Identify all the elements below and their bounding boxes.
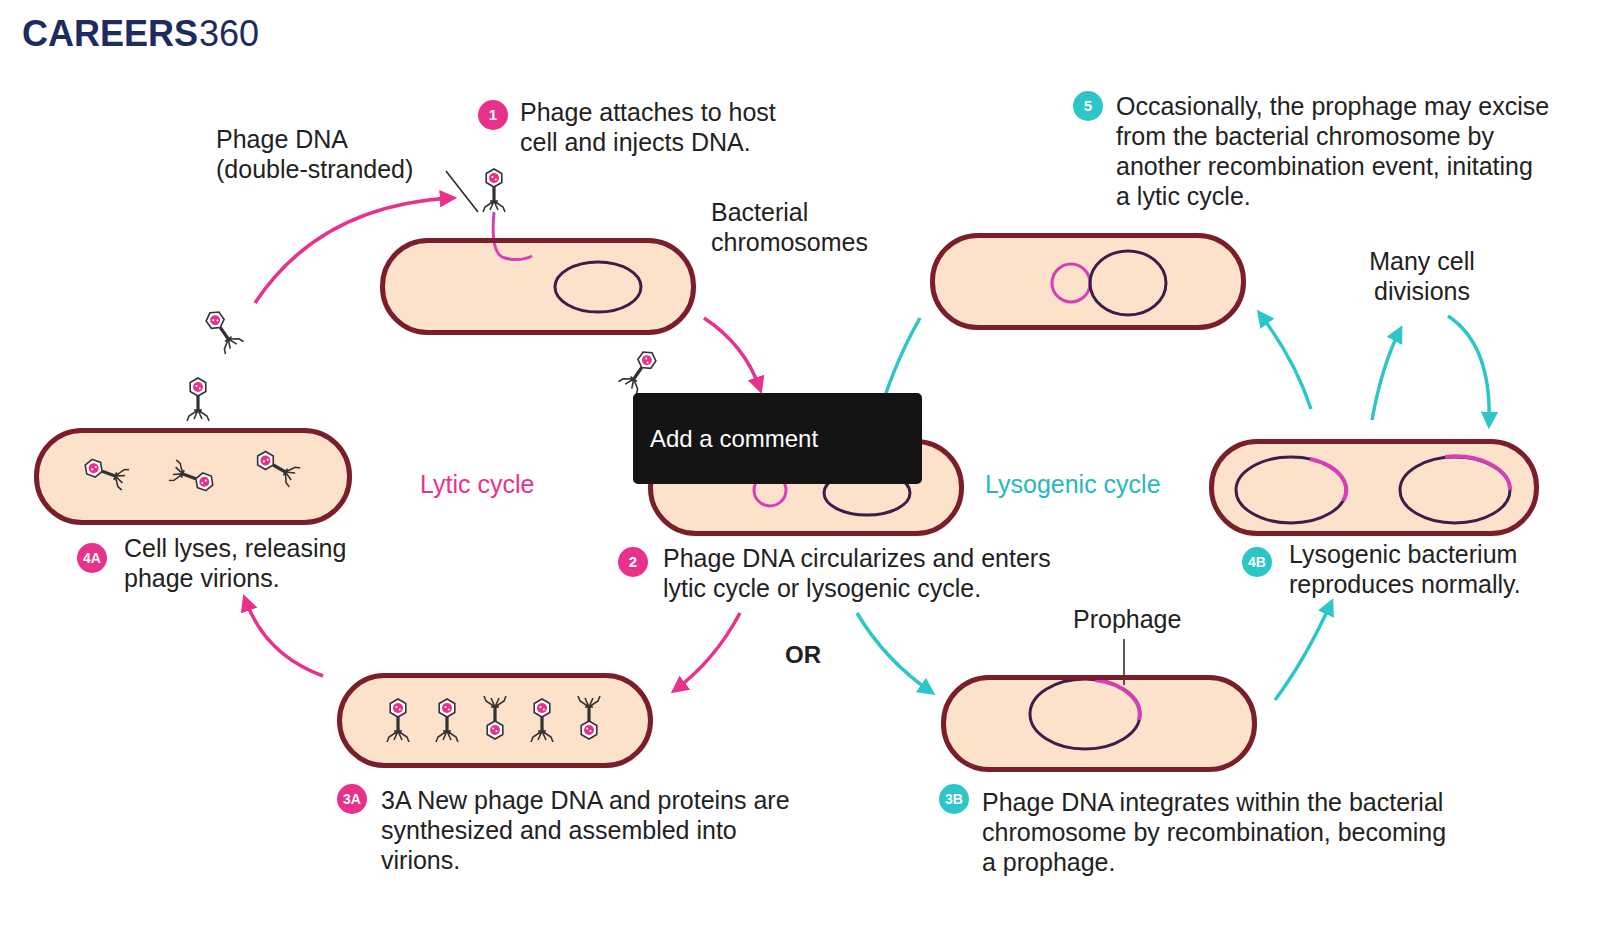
phage [618,346,661,394]
cycle-arrow [1260,314,1311,409]
cycle-arrow [1275,603,1331,700]
annotation: Many cell divisions [1347,246,1497,306]
excised-phage-loop [1052,264,1090,302]
phage [484,696,506,739]
cycle-label: Lytic cycle [420,469,534,499]
step-caption: Lysogenic bacterium reproduces normally. [1289,539,1549,599]
bacterial-cell: Occasionally, the prophage may excise fr… [930,233,1246,330]
cell-fill-group [34,233,1539,772]
bacterial-cell: Cell lyses, releasing phage virions. [34,428,352,525]
phage [483,169,505,212]
cycle-arrow [857,613,931,692]
callout-number: 5 [1073,91,1103,121]
bacterial-cell: Lysogenic bacterium reproduces normally. [1209,439,1539,536]
bacterial-cell: Phage attaches to host cell and injects … [380,238,696,335]
logo-text: 360 [199,16,259,52]
phage [187,378,209,421]
bacterial-cell: Phage DNA integrates within the bacteria… [941,675,1257,772]
step-caption: Cell lyses, releasing phage virions. [124,533,369,593]
callout-number: 3B [939,784,969,814]
step-caption: 3A New phage DNA and proteins are synthe… [381,785,801,875]
cycle-label: Lysogenic cycle [985,469,1161,499]
division-arrow [1448,316,1489,424]
cell-fill [930,233,1246,330]
prophage-segment [1310,459,1346,501]
callout-number: 4A [77,543,107,573]
step-caption: Occasionally, the prophage may excise fr… [1116,91,1551,211]
leader-line [446,171,478,212]
phage [531,699,553,742]
callout-number: 1 [478,100,508,130]
phage [252,446,300,487]
cell-fill [380,238,696,335]
cell-fill [337,673,653,768]
bacterial-chromosome [1090,251,1166,315]
annotation: Bacterial chromosomes [711,197,911,257]
bacterial-chromosome [555,262,641,312]
callout-number: 4B [1242,547,1272,577]
choice-label: OR [785,640,821,670]
step-caption: Phage DNA circularizes and enters lytic … [663,543,1068,603]
division-arrow [1372,330,1400,420]
annotation: Prophage [1073,604,1181,634]
phage [81,455,129,490]
cycle-arrow [245,599,323,676]
bacterial-chromosome [1400,457,1510,523]
phage [201,306,244,354]
logo-text: CAREERS [22,16,198,52]
phage-dna [493,212,532,260]
phage [578,696,600,739]
cell-fill [34,428,352,525]
cycle-arrow [675,613,740,690]
callout-number: 2 [618,547,648,577]
step-caption: Phage attaches to host cell and injects … [520,97,800,157]
phage [436,699,458,742]
cell-fill [941,675,1257,772]
annotation: Phage DNA (double-stranded) [216,124,428,184]
step-caption: Phage DNA integrates within the bacteria… [982,787,1457,877]
prophage-segment [1445,456,1510,490]
bacterial-chromosome [1236,457,1346,523]
phage [169,460,217,495]
bacterial-chromosome [1030,679,1140,749]
callout-number: 3A [337,784,367,814]
cell-fill [1209,439,1539,536]
cycle-arrow [704,318,760,389]
prophage-segment [1095,680,1140,720]
bacterial-cell: 3A New phage DNA and proteins are synthe… [337,673,653,768]
tooltip: Add a comment [633,393,922,484]
phage [387,699,409,742]
